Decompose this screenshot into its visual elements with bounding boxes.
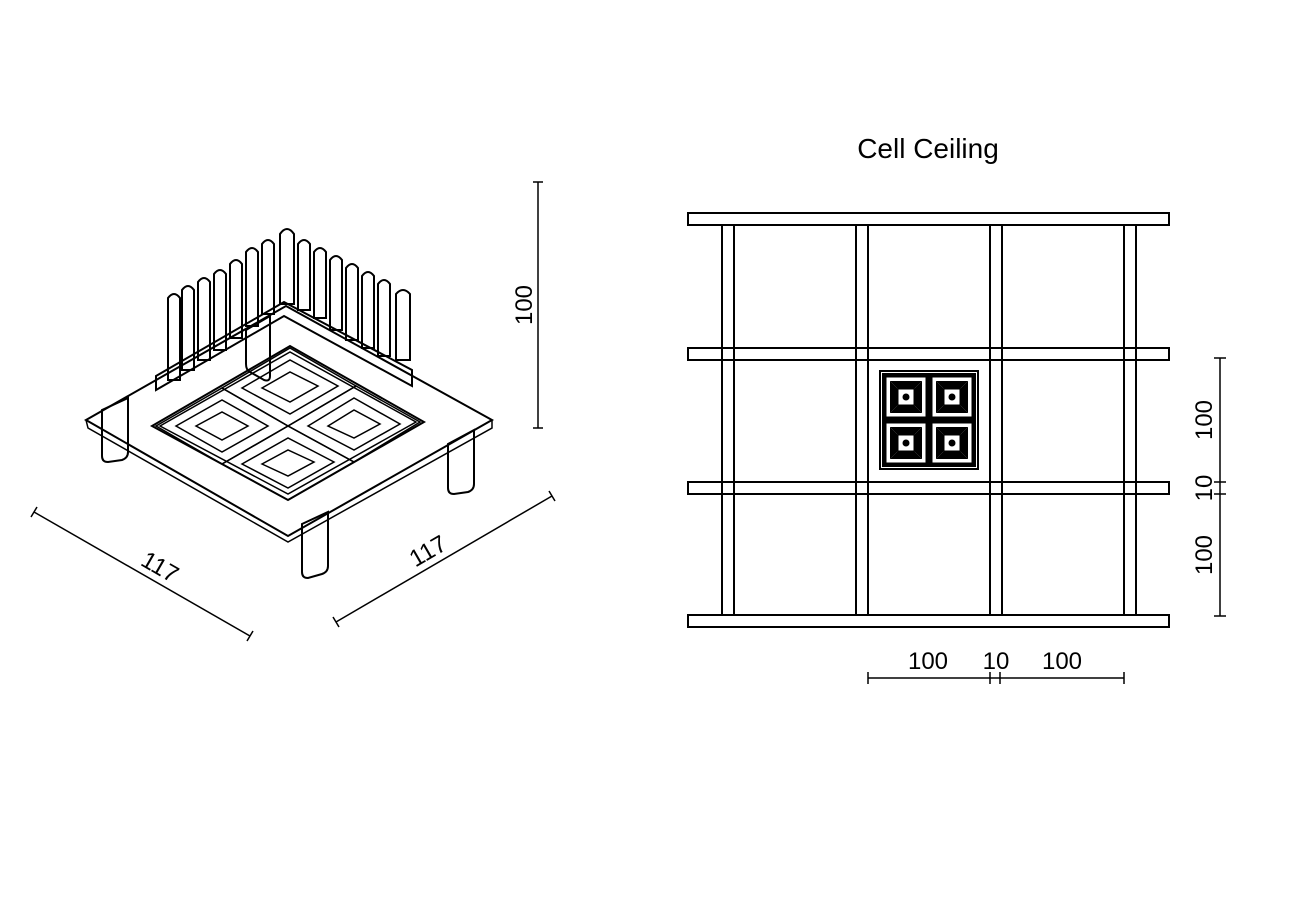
- horizontal-dim-2: 10: [983, 648, 1010, 675]
- vertical-dim-1: 100: [1191, 400, 1218, 440]
- horizontal-dimension-chain: 100 10 100: [867, 648, 1125, 684]
- height-label: 100: [511, 285, 538, 325]
- ceiling-grid: [687, 212, 1170, 628]
- width-left-dimension: 117: [30, 506, 254, 642]
- vertical-dim-3: 100: [1191, 535, 1218, 575]
- housing-block: [155, 300, 413, 392]
- horizontal-dim-1: 100: [908, 648, 948, 675]
- fixture-plan: [879, 370, 979, 470]
- flange-plate: [83, 304, 495, 538]
- isometric-fixture: [83, 228, 495, 580]
- reflector-cells: [154, 347, 422, 501]
- width-right-dimension: 117: [332, 490, 556, 628]
- width-right-label: 117: [405, 530, 452, 573]
- height-dimension: 100: [511, 181, 543, 429]
- spring-clips: [101, 314, 475, 580]
- heatsink-fins: [167, 228, 411, 381]
- horizontal-dim-3: 100: [1042, 648, 1082, 675]
- width-left-label: 117: [136, 546, 183, 589]
- vertical-dim-2: 10: [1191, 475, 1218, 502]
- vertical-dimension-chain: 100 10 100: [1191, 357, 1226, 617]
- ceiling-title: Cell Ceiling: [857, 133, 999, 164]
